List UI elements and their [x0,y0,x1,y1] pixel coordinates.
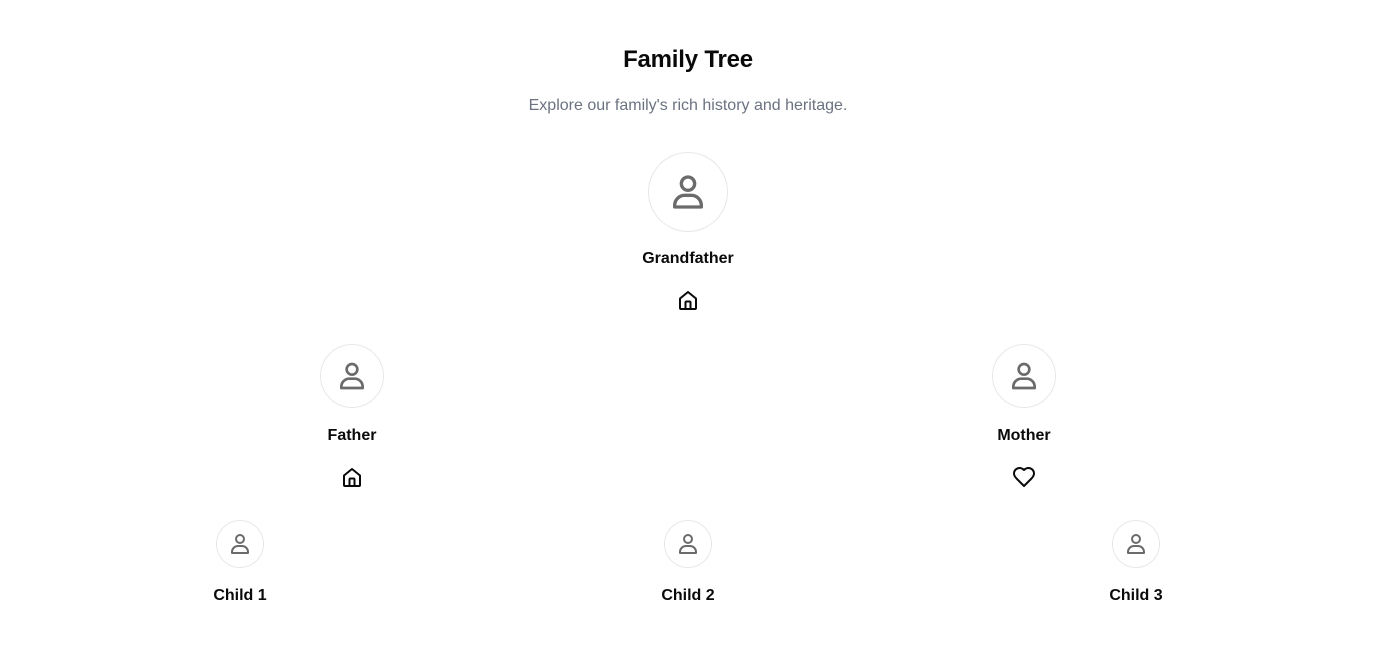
user-icon [673,175,703,209]
avatar[interactable] [216,520,264,568]
user-icon [1127,534,1145,554]
user-icon [1012,362,1036,390]
member-name: Father [327,427,377,444]
member-child-2[interactable]: Child 2 [588,520,788,605]
member-mother[interactable]: Mother [924,344,1124,489]
heart-icon [1013,467,1035,487]
member-name: Child 2 [661,587,715,604]
avatar[interactable] [648,152,728,232]
member-name: Grandfather [642,250,734,267]
avatar[interactable] [992,344,1056,408]
user-icon [340,362,364,390]
member-name: Child 1 [213,587,267,604]
member-child-1[interactable]: Child 1 [140,520,340,605]
home-icon [343,468,361,487]
member-name: Child 3 [1109,587,1163,604]
avatar[interactable] [320,344,384,408]
member-child-3[interactable]: Child 3 [1036,520,1236,605]
page-subtitle: Explore our family's rich history and he… [528,97,848,114]
page-title: Family Tree [623,46,753,73]
home-icon [679,291,697,310]
member-grandfather[interactable]: Grandfather [588,152,788,312]
avatar[interactable] [1112,520,1160,568]
user-icon [679,534,697,554]
member-father[interactable]: Father [252,344,452,489]
avatar[interactable] [664,520,712,568]
user-icon [231,534,249,554]
member-name: Mother [997,427,1051,444]
